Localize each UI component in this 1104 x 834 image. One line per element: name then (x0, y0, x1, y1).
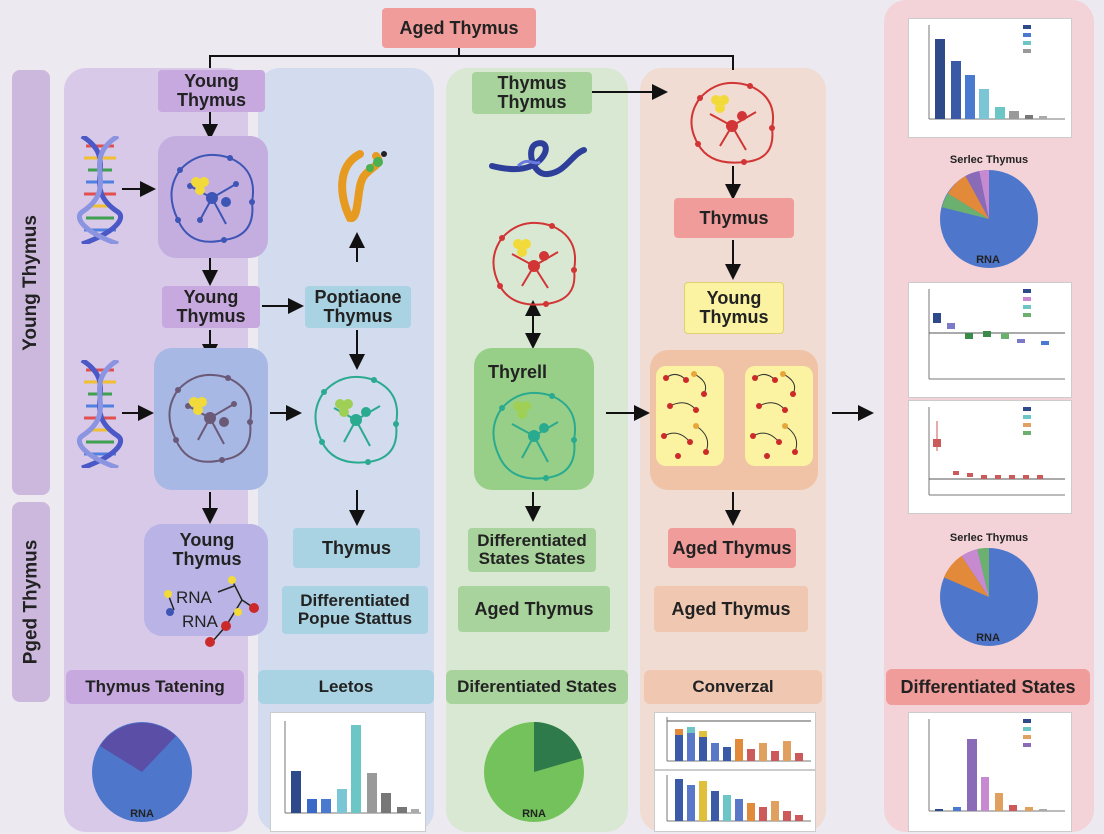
rna-label: RNA (176, 588, 212, 607)
side-label-lower: Pged Thymus (12, 502, 50, 702)
bar-chart (284, 721, 421, 814)
pie1-title: Serlec Thymus (949, 154, 1029, 166)
col4-aged-label-2: Aged Thymus (654, 586, 808, 632)
pie1-label: RNA (976, 254, 1000, 266)
stacked-bar-chart (666, 775, 811, 822)
col4-young-label: Young Thymus (684, 282, 784, 334)
pie-chart (940, 548, 1038, 646)
bar-chart (928, 25, 1065, 120)
col2-thymus-label: Thymus (293, 528, 420, 568)
col3-top-label: Thymus Thymus (472, 72, 592, 114)
col1-footer: Thymus Tatening (66, 670, 244, 704)
dna-helix-icon (76, 360, 124, 468)
bar-chart (928, 719, 1065, 812)
network-icon (170, 154, 255, 243)
protein-icon (489, 140, 587, 177)
stacked-chart-panel-1 (654, 712, 816, 770)
side-label-upper: Young Thymus (12, 70, 50, 495)
network-icon (690, 82, 775, 165)
network-icon (492, 392, 577, 481)
rna-label: RNA (182, 612, 218, 631)
network-icon (314, 376, 399, 465)
col2-footer: Leetos (258, 670, 434, 704)
pie-label: RNA (522, 808, 546, 820)
network-icon (168, 374, 253, 463)
col4-thymus-label: Thymus (674, 198, 794, 238)
col4-square-2 (745, 366, 813, 466)
box-chart (928, 407, 1065, 496)
col1-mid-label: Young Thymus (162, 286, 260, 328)
pie2-title: Serlec Thymus (949, 532, 1029, 544)
col3-cell-label: Thyrell (488, 362, 548, 382)
col3-diff-label: Differentiated States States (468, 528, 596, 572)
molecule-icon (661, 371, 798, 459)
col1-top-label: Young Thymus (158, 70, 265, 112)
box-chart (928, 289, 1065, 380)
col1-bottom-label: Young Thymus (172, 530, 242, 569)
stacked-bar-chart (666, 717, 811, 762)
pie2-label: RNA (976, 632, 1000, 644)
pie-label: RNA (130, 808, 154, 820)
col2-mid-label: Poptiaone Thymus (305, 286, 411, 328)
dna-helix-icon (76, 136, 124, 244)
pie-chart (484, 722, 584, 822)
box-chart-panel (908, 400, 1072, 514)
col3-footer: Diferentiated States (446, 670, 628, 704)
box-chart-panel (908, 282, 1072, 398)
bar-chart-panel (270, 712, 426, 832)
molecule-icon (164, 576, 259, 647)
bar-chart-panel (908, 712, 1072, 832)
protein-icon (338, 150, 387, 222)
network-icon (492, 222, 577, 307)
pie-chart (92, 722, 192, 822)
top-title: Aged Thymus (382, 8, 536, 48)
col4-square-1 (656, 366, 724, 466)
col4-aged-label-1: Aged Thymus (668, 528, 796, 568)
stacked-chart-panel-2 (654, 770, 816, 832)
col1-rna-box (144, 524, 268, 636)
col2-diff-label: Differentiated Popue Stattus (282, 586, 428, 634)
col4-footer: Converzal (644, 670, 822, 704)
bar-chart-panel (908, 18, 1072, 138)
col3-aged-label: Aged Thymus (458, 586, 610, 632)
col5-footer: Differentiated States (886, 669, 1090, 705)
pie-chart (940, 170, 1038, 268)
